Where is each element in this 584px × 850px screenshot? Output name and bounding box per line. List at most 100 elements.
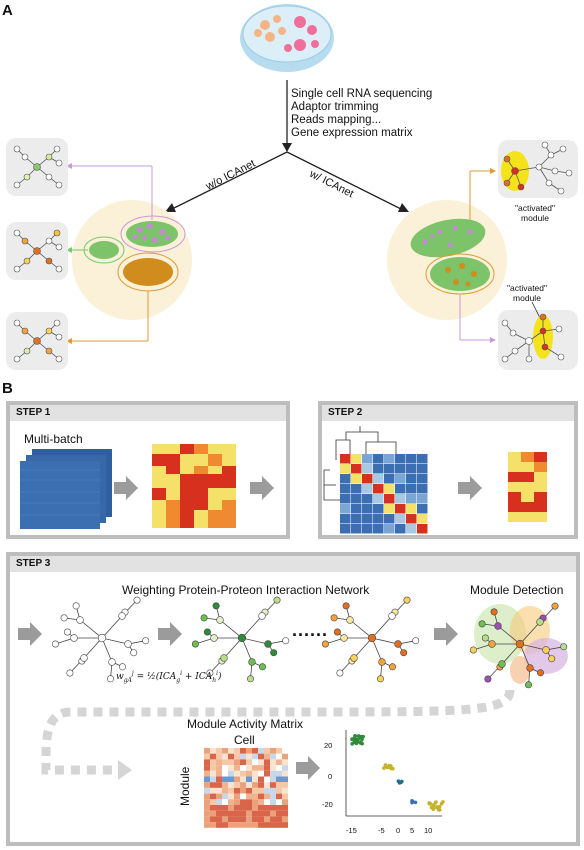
heatmap-cell: [508, 482, 521, 492]
formula-symbol: w: [116, 672, 124, 682]
heatmap-cell: [228, 799, 234, 805]
heatmap-cell: [264, 759, 270, 766]
step1-heatmap: [152, 444, 236, 528]
heatmap-cell: [264, 805, 270, 811]
heatmap-cell: [282, 787, 288, 794]
network-node: [191, 640, 199, 648]
correlation-cell: [384, 474, 395, 484]
weight-formula: wgAj = ½(ICAgi + ICAhi): [116, 670, 222, 684]
network-node: [342, 602, 350, 610]
heatmap-cell: [246, 776, 252, 783]
panel-letter-b: B: [2, 380, 13, 397]
correlation-cell: [362, 514, 373, 524]
heatmap-cell: [282, 822, 288, 828]
heatmap-cell: [258, 782, 264, 788]
heatmap-cell: [180, 510, 194, 528]
heatmap-cell: [216, 805, 222, 811]
left-network-3: [13, 319, 63, 363]
heatmap-cell: [258, 759, 264, 766]
heatmap-cell: [222, 822, 228, 828]
scatter-point: [396, 779, 401, 783]
heatmap-cell: [270, 816, 276, 823]
network-node: [124, 640, 132, 648]
heatmap-cell: [252, 753, 258, 760]
heatmap-cell: [234, 822, 240, 828]
heatmap-cell: [194, 466, 208, 474]
correlation-cell: [362, 454, 373, 464]
heatmap-cell: [210, 753, 216, 760]
weighting-label: Weighting Protein-Proteon Interaction Ne…: [122, 583, 370, 597]
network-node: [97, 633, 107, 643]
heatmap-cell: [208, 454, 222, 466]
module-activity-scatter: [345, 730, 445, 817]
heatmap-cell: [166, 488, 180, 500]
network-node: [542, 646, 550, 654]
network-node: [210, 634, 218, 642]
heatmap-cell: [534, 492, 547, 502]
network-node: [376, 675, 384, 683]
correlation-cell: [340, 464, 351, 474]
heatmap-cell: [282, 770, 288, 777]
heatmap-cell: [222, 474, 236, 488]
heatmap-cell: [228, 748, 234, 754]
panel-letter-a: A: [2, 2, 13, 19]
module-activity-matrix-label: Module Activity Matrix: [187, 717, 304, 731]
heatmap-cell: [240, 759, 246, 766]
heatmap-cell: [204, 805, 210, 811]
heatmap-cell: [270, 765, 276, 771]
network-node: [106, 675, 114, 683]
correlation-cell: [340, 504, 351, 514]
right-network-1: [501, 141, 573, 195]
heatmap-cell: [228, 816, 234, 823]
correlation-cell: [340, 494, 351, 504]
correlation-cell: [340, 484, 351, 494]
heatmap-cell: [228, 765, 234, 771]
correlation-cell: [351, 494, 362, 504]
scatter-x-tick: 10: [424, 826, 433, 835]
heatmap-cell: [216, 816, 222, 823]
heatmap-cell: [264, 787, 270, 794]
heatmap-cell: [180, 466, 194, 474]
network-edge: [101, 615, 123, 639]
scatter-point: [434, 800, 438, 804]
heatmap-cell: [252, 770, 258, 777]
heatmap-cell: [180, 454, 194, 466]
heatmap-cell: [208, 444, 222, 454]
heatmap-cell: [208, 474, 222, 488]
scatter-point: [360, 737, 364, 742]
scatter-point: [356, 737, 360, 742]
heatmap-cell: [210, 787, 216, 794]
correlation-cell: [373, 474, 384, 484]
heatmap-cell: [222, 816, 228, 823]
heatmap-cell: [208, 500, 222, 510]
network-edge: [101, 637, 129, 645]
module-detection-network: [469, 602, 568, 689]
heatmap-cell: [228, 753, 234, 760]
heatmap-cell: [264, 822, 270, 828]
heatmap-cell: [252, 816, 258, 823]
heatmap-cell: [240, 748, 246, 754]
heatmap-cell: [246, 816, 252, 823]
network-node: [273, 596, 281, 604]
correlation-cell: [384, 524, 395, 534]
correlation-cell: [384, 514, 395, 524]
heatmap-cell: [276, 776, 282, 783]
pipeline-step-2: Adaptor trimming: [291, 101, 379, 113]
network-node: [108, 658, 116, 666]
network-node: [490, 608, 498, 616]
heatmap-cell: [521, 502, 534, 512]
correlation-heatmap: [340, 454, 428, 534]
correlation-cell: [340, 524, 351, 534]
network-node: [130, 649, 138, 657]
correlation-cell: [351, 464, 362, 474]
heatmap-cell: [258, 770, 264, 777]
heatmap-cell: [194, 474, 208, 488]
network-edge: [219, 619, 243, 639]
network-node: [206, 669, 214, 677]
heatmap-cell: [282, 759, 288, 766]
heatmap-cell: [258, 776, 264, 783]
heatmap-cell: [222, 510, 236, 528]
heatmap-cell: [222, 759, 228, 766]
correlation-cell: [384, 464, 395, 474]
heatmap-cell: [252, 810, 258, 817]
